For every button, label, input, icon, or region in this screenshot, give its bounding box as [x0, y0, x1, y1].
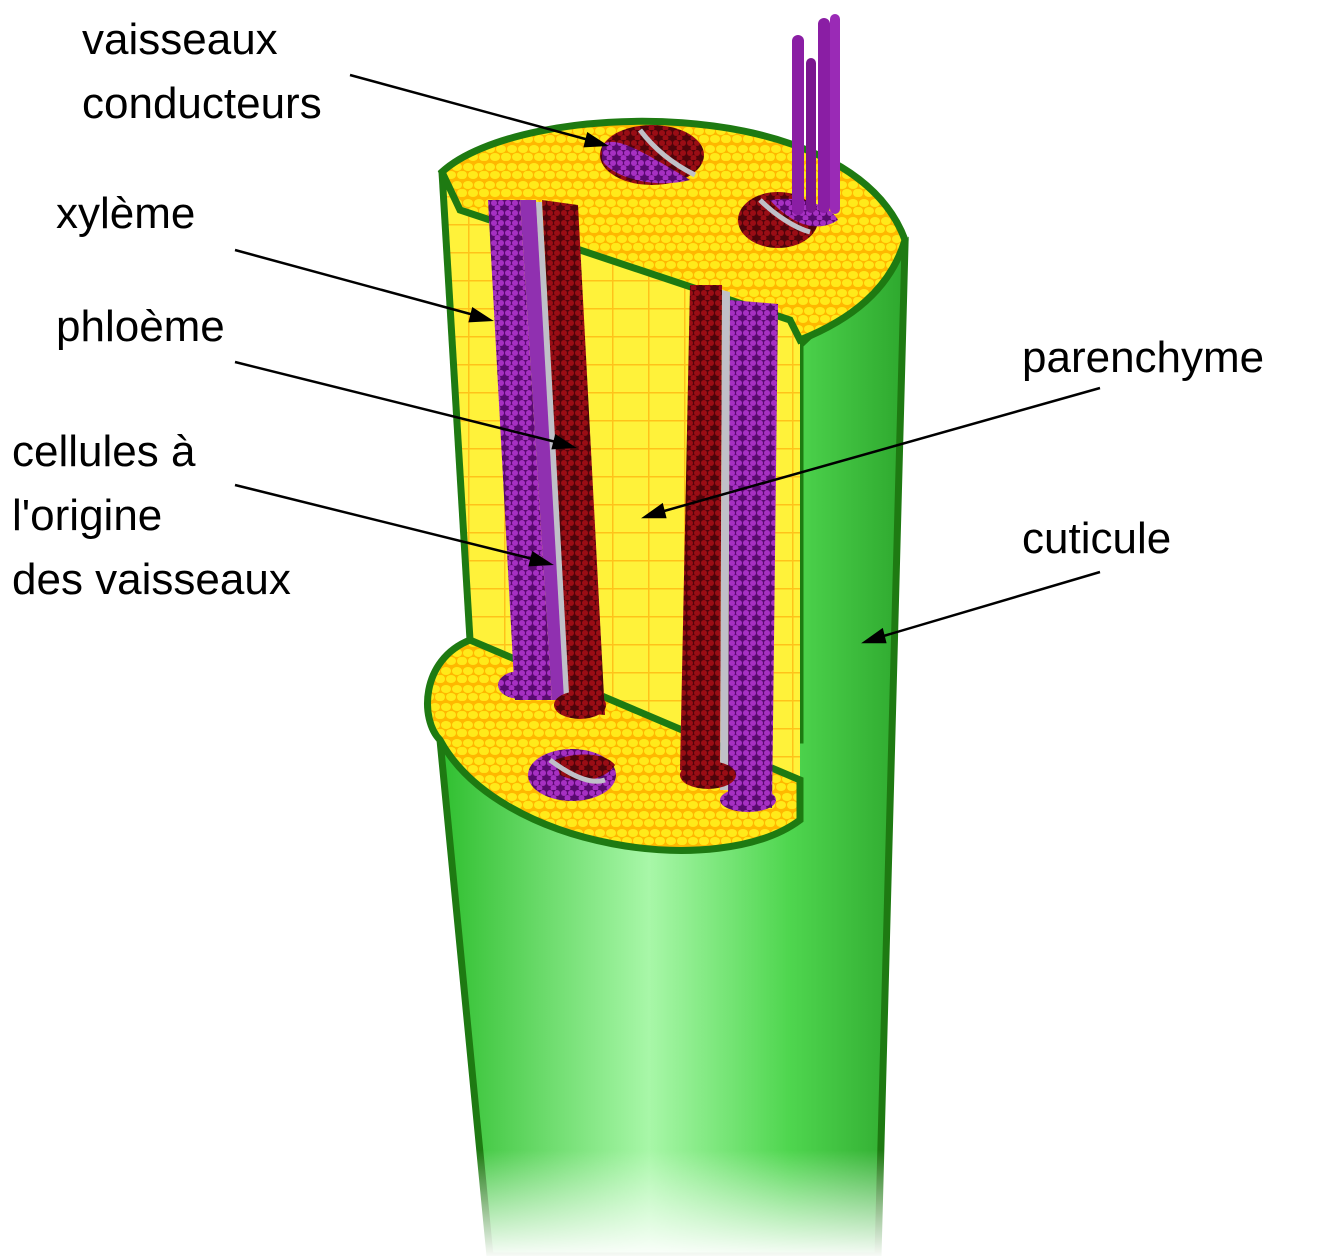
- label-vaisseaux-line1: vaisseaux: [82, 8, 322, 72]
- label-vaisseaux-line2: conducteurs: [82, 72, 322, 136]
- bottom-face-bundle: [528, 749, 616, 801]
- label-cellules-line2: l'origine: [12, 484, 291, 548]
- label-vaisseaux-conducteurs: vaisseaux conducteurs: [82, 8, 322, 136]
- top-face-bundle-1: [600, 125, 704, 185]
- leader-cuticule: [870, 572, 1100, 640]
- label-cuticule: cuticule: [1022, 507, 1171, 571]
- label-cellules-line3: des vaisseaux: [12, 548, 291, 612]
- label-phloeme: phloème: [56, 295, 225, 359]
- label-xyleme: xylème: [56, 182, 195, 246]
- leader-vaisseaux: [350, 75, 600, 143]
- label-parenchyme: parenchyme: [1022, 326, 1264, 390]
- label-cellules-origine: cellules à l'origine des vaisseaux: [12, 420, 291, 612]
- label-cellules-line1: cellules à: [12, 420, 291, 484]
